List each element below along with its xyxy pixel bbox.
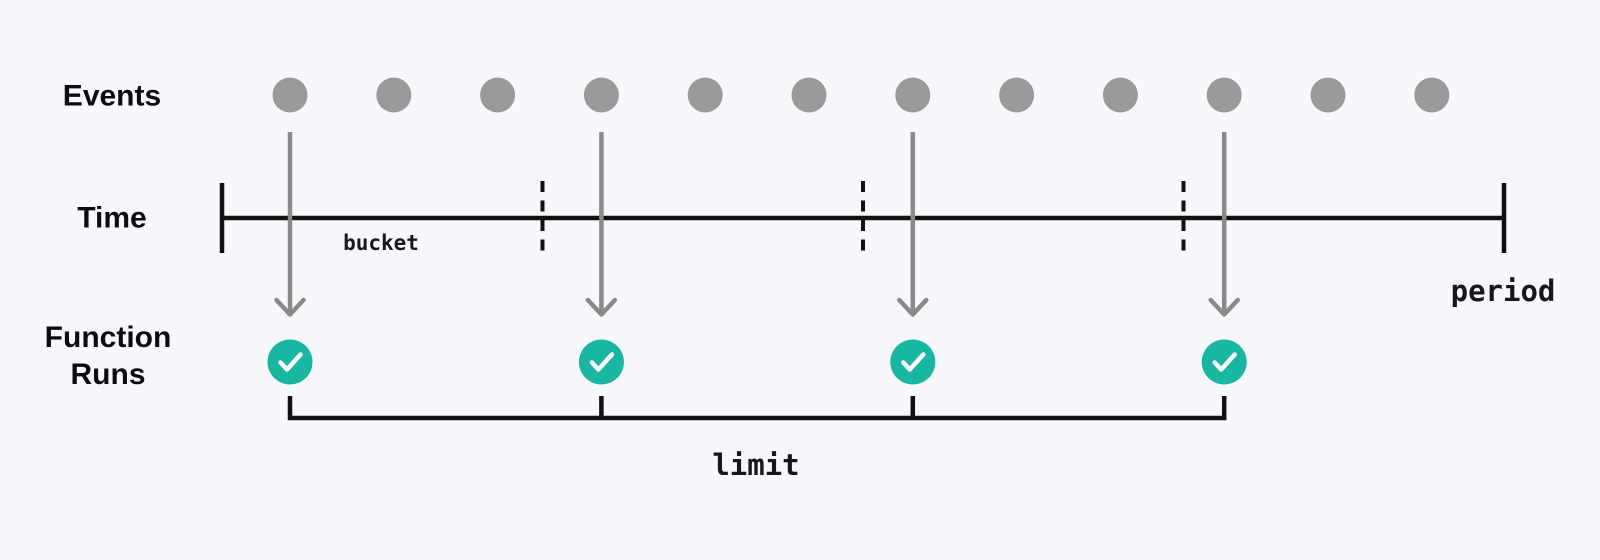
function-run-circle [1201, 339, 1247, 385]
arrow-head-icon [897, 297, 929, 317]
event-dot [272, 77, 308, 113]
event-dot [999, 77, 1035, 113]
limit-bracket-group [287, 396, 1227, 421]
event-dot [583, 77, 619, 113]
events-label: Events [62, 79, 162, 113]
checkmark-icon [278, 352, 303, 372]
event-dot [791, 77, 827, 113]
event-dot [687, 77, 723, 113]
event-dot [1102, 77, 1138, 113]
time-label: Time [77, 201, 147, 235]
checkmark-icon [1212, 352, 1237, 372]
event-arrows-group [274, 132, 1240, 317]
event-dot [376, 77, 412, 113]
event-dot [1310, 77, 1346, 113]
bucket-label: bucket [343, 231, 419, 255]
timeline-axis-group [219, 181, 1507, 254]
function-runs-label: Function Runs [44, 320, 172, 391]
event-dot [1414, 77, 1450, 113]
events-dot-row [272, 77, 1450, 113]
event-dot [895, 77, 931, 113]
event-dot [1206, 77, 1242, 113]
event-dot [480, 77, 516, 113]
function-run-circle [890, 339, 936, 385]
limit-bracket [287, 396, 1227, 421]
arrow-head-icon [585, 297, 618, 317]
arrow-head-icon [1208, 297, 1240, 317]
checkmark-icon [589, 352, 615, 372]
arrow-head-icon [274, 297, 306, 317]
function-run-circle [267, 339, 313, 385]
checkmark-icon [901, 352, 926, 372]
function-run-checks-group [267, 339, 1247, 385]
function-run-circle [578, 339, 624, 385]
period-label: period [1450, 274, 1556, 308]
limit-label: limit [712, 448, 800, 482]
